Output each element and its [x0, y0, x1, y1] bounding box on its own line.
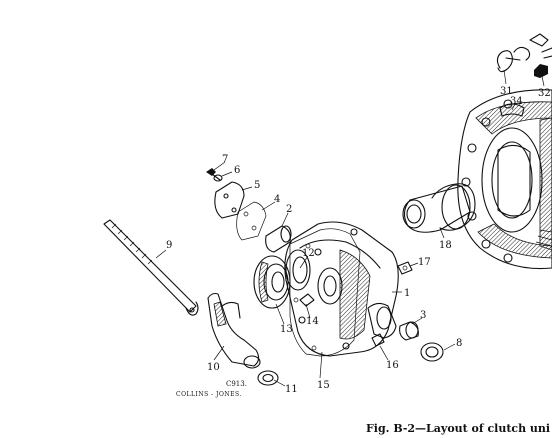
callout-11: 11 — [285, 384, 298, 395]
figure-caption: Fig. B-2—Layout of clutch uni — [366, 422, 550, 435]
part-32-nut — [534, 64, 548, 78]
callout-5: 5 — [254, 180, 260, 191]
callout-14: 14 — [306, 316, 319, 327]
callout-18: 18 — [439, 240, 452, 251]
callout-17: 17 — [418, 257, 431, 268]
part-5-cover-plate — [214, 181, 245, 219]
part-16-plug — [371, 333, 385, 347]
callout-13: 13 — [280, 324, 293, 335]
callout-16: 16 — [386, 360, 399, 371]
callout-12: 12 — [302, 248, 315, 259]
callout-7: 7 — [222, 154, 228, 165]
callout-4: 4 — [274, 194, 280, 205]
part-11-washer — [257, 370, 279, 386]
part-10-fork — [207, 292, 261, 369]
part-2-bush — [265, 225, 292, 253]
callout-8: 8 — [456, 338, 462, 349]
drawing-reference: C913. — [226, 380, 247, 388]
part-4-gasket — [236, 201, 267, 241]
part-17-plug — [397, 261, 413, 275]
callout-34: 34 — [510, 96, 523, 107]
part-13-bearing — [253, 255, 291, 309]
part-1-gearbox-cover — [284, 221, 399, 357]
part-7-bolt — [206, 168, 221, 181]
part-34-fitting — [499, 103, 525, 117]
part-14-bush — [299, 293, 315, 307]
part-3-bush — [399, 321, 419, 341]
callout-15: 15 — [317, 380, 330, 391]
callout-10: 10 — [207, 362, 220, 373]
leader-lines — [155, 69, 545, 387]
part-6-washer — [213, 174, 223, 182]
part-8-ring — [420, 342, 444, 362]
part-top-right-spring — [513, 33, 552, 61]
callout-1: 1 — [404, 288, 410, 299]
part-9-shaft — [103, 219, 199, 316]
callout-32: 32 — [538, 88, 551, 99]
callout-2: 2 — [286, 204, 292, 215]
part-18-sleeve — [402, 183, 476, 233]
callout-6: 6 — [234, 165, 240, 176]
clutch-housing — [457, 89, 552, 270]
callout-labels: 1 2 3 4 5 6 7 8 9 10 11 12 13 14 15 16 1… — [166, 86, 551, 395]
part-31-spring-clip — [496, 50, 521, 73]
part-12-seal — [285, 249, 311, 291]
callout-31: 31 — [500, 86, 513, 97]
artist-credit: COLLINS - JONES. — [176, 391, 242, 398]
callout-9: 9 — [166, 240, 172, 251]
part-15-gasket — [289, 228, 361, 357]
callout-3: 3 — [420, 310, 426, 321]
